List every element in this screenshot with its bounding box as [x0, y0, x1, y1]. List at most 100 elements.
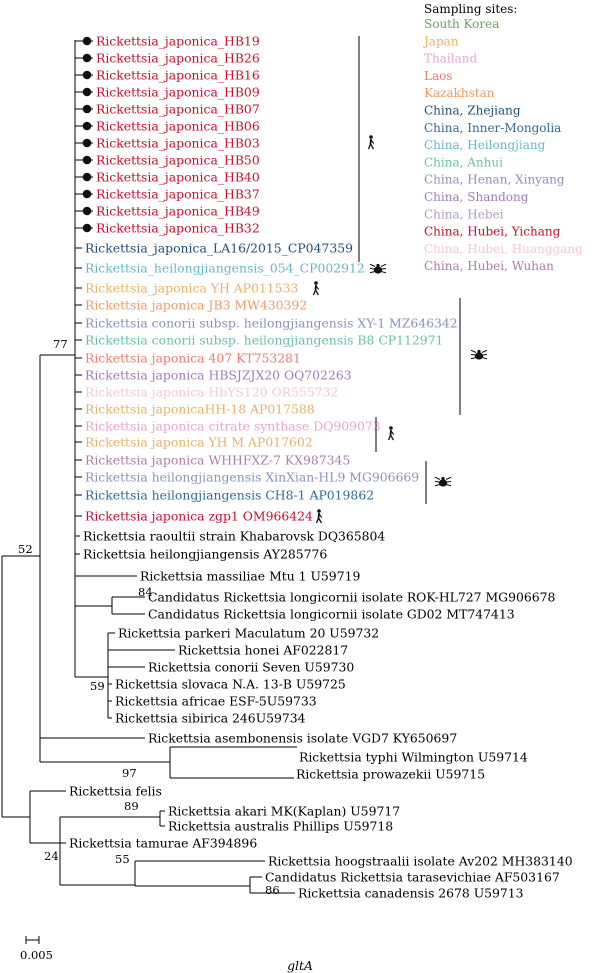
scale-bar-label: 0.005	[20, 948, 53, 962]
leaf-label: Rickettsia raoultii strain Khabarovsk DQ…	[83, 529, 385, 544]
leaf-label: Rickettsia_heilongjiangensis_054_CP00291…	[85, 261, 365, 276]
leaf-label: Rickettsia_japonica_HB07	[96, 102, 260, 117]
human-icon	[312, 281, 320, 296]
leaf-label: Rickettsia japonica YH M AP017602	[85, 435, 313, 450]
legend-item: China, Heilongjiang	[424, 138, 546, 152]
leaf-label: Rickettsia conorii Seven U59730	[148, 660, 354, 675]
legend-item: China, Henan, Xinyang	[424, 173, 565, 187]
legend-item: China, Hubei, Wuhan	[424, 259, 554, 273]
leaf-label: Rickettsia_japonica_HB37	[96, 187, 260, 202]
leaf-label: Rickettsia australis Phillips U59718	[168, 819, 393, 834]
sample-dot-icon	[82, 223, 92, 233]
leaf-label: Candidatus Rickettsia longicornii isolat…	[148, 590, 555, 605]
sample-dot-icon	[82, 121, 92, 131]
leaf-label: Rickettsia japonica JB3 MW430392	[85, 298, 307, 313]
leaf-label: Rickettsia japonica WHHFXZ-7 KX987345	[85, 453, 350, 468]
leaf-label: Rickettsia_japonica_HB40	[96, 170, 260, 185]
gene-label: gltA	[287, 958, 313, 973]
host-brackets	[312, 36, 488, 524]
leaf-label: Rickettsia_japonica_LA16/2015_CP047359	[85, 241, 353, 256]
leaf-label: Rickettsia_japonica_HB16	[96, 68, 260, 83]
leaf-label: Rickettsia_japonica_HB09	[96, 85, 260, 100]
legend-item: South Korea	[424, 17, 499, 31]
legend-item: China, Hubei, Yichang	[424, 225, 561, 239]
legend-item: China, Hebei	[424, 207, 504, 221]
legend-title: Sampling sites:	[424, 2, 517, 16]
leaf-labels: Rickettsia_japonica_HB19Rickettsia_japon…	[69, 34, 573, 901]
leaf-label: Rickettsia_japonica_HB03	[96, 136, 260, 151]
leaf-label: Rickettsia heilongjiangensis AY285776	[83, 547, 327, 562]
leaf-label: Rickettsia japonica zgp1 OM966424	[85, 509, 313, 524]
leaf-label: Rickettsia japonicaHH-18 AP017588	[85, 402, 315, 417]
leaf-label: Rickettsia_japonica YH AP011533	[85, 281, 298, 296]
leaf-label: Rickettsia heilongjiangensis XinXian-HL9…	[85, 470, 419, 485]
bootstrap-value: 24	[44, 849, 59, 863]
sample-dot-icon	[82, 53, 92, 63]
legend-item: China, Anhui	[424, 155, 503, 169]
bootstrap-value: 97	[122, 766, 137, 780]
bootstrap-value: 59	[90, 679, 105, 693]
leaf-label: Rickettsia sibirica 246U59734	[115, 711, 306, 726]
leaf-label: Rickettsia_japonica_HB26	[96, 51, 260, 66]
leaf-label: Rickettsia honei AF022817	[178, 643, 348, 658]
legend-item: China, Hubei, Huanggang	[424, 242, 583, 256]
leaf-label: Rickettsia felis	[69, 784, 162, 799]
leaf-label: Rickettsia canadensis 2678 U59713	[298, 886, 524, 901]
sampling-sites-legend: Sampling sites:South KoreaJapanThailandL…	[422, 2, 583, 273]
legend-item: China, Zhejiang	[424, 104, 521, 118]
leaf-label: Rickettsia heilongjiangensis CH8-1 AP019…	[85, 488, 374, 503]
human-icon	[387, 426, 395, 441]
leaf-label: Candidatus Rickettsia longicornii isolat…	[148, 607, 515, 622]
sample-dot-icon	[82, 70, 92, 80]
sample-dot-icon	[82, 104, 92, 114]
tick-icon	[369, 263, 387, 274]
bootstrap-value: 84	[138, 585, 153, 599]
sample-dot-icon	[82, 87, 92, 97]
leaf-label: Rickettsia conorii subsp. heilongjiangen…	[85, 333, 443, 348]
sample-dot-icon	[82, 189, 92, 199]
leaf-label: Candidatus Rickettsia tarasevichiae AF50…	[265, 870, 560, 885]
leaf-label: Rickettsia_japonica_HB06	[96, 119, 260, 134]
legend-item: China, Inner-Mongolia	[424, 121, 561, 135]
sample-dot-icon	[82, 206, 92, 216]
leaf-label: Rickettsia_japonica_HB49	[96, 204, 260, 219]
leaf-label: Rickettsia tamurae AF394896	[69, 836, 257, 851]
leaf-label: Rickettsia prowazekii U59715	[296, 767, 485, 782]
legend-item: Japan	[422, 34, 459, 48]
human-icon	[315, 509, 323, 524]
leaf-label: Rickettsia slovaca N.A. 13-B U59725	[115, 677, 346, 692]
bootstrap-value: 89	[124, 799, 139, 813]
leaf-label: Rickettsia conorii subsp. heilongjiangen…	[85, 316, 458, 331]
leaf-label: Rickettsia japonica HbYS120 OR555732	[85, 385, 338, 400]
sample-dot-icon	[82, 138, 92, 148]
leaf-label: Rickettsia asembonensis isolate VGD7 KY6…	[148, 731, 457, 746]
leaf-label: Rickettsia hoogstraalii isolate Av202 MH…	[268, 854, 573, 869]
bootstrap-value: 86	[265, 883, 280, 897]
leaf-label: Rickettsia typhi Wilmington U59714	[299, 750, 528, 765]
legend-item: Thailand	[424, 52, 477, 66]
legend-item: Kazakhstan	[424, 86, 495, 100]
sample-dot-icon	[82, 36, 92, 46]
leaf-label: Rickettsia_japonica_HB50	[96, 153, 260, 168]
bootstrap-value: 77	[53, 337, 68, 351]
legend-item: Laos	[424, 69, 453, 83]
leaf-label: Rickettsia africae ESF-5U59733	[115, 694, 317, 709]
leaf-label: Rickettsia japonica HBSJZJX20 OQ702263	[85, 368, 352, 383]
leaf-label: Rickettsia japonica citrate synthase DQ9…	[85, 419, 381, 434]
leaf-label: Rickettsia_japonica_HB19	[96, 34, 260, 49]
tick-icon	[470, 349, 488, 360]
leaf-label: Rickettsia_japonica_HB32	[96, 221, 260, 236]
human-icon	[367, 135, 375, 150]
legend-item: China, Shandong	[424, 190, 529, 204]
tick-icon	[434, 476, 452, 487]
sample-dot-icon	[82, 155, 92, 165]
leaf-label: Rickettsia massiliae Mtu 1 U59719	[140, 569, 360, 584]
bootstrap-value: 55	[115, 852, 130, 866]
sample-dot-icon	[82, 172, 92, 182]
leaf-label: Rickettsia parkeri Maculatum 20 U59732	[118, 626, 379, 641]
leaf-label: Rickettsia japonica 407 KT753281	[85, 351, 301, 366]
leaf-label: Rickettsia akari MK(Kaplan) U59717	[168, 804, 400, 819]
scale-bar: 0.005	[20, 936, 53, 962]
